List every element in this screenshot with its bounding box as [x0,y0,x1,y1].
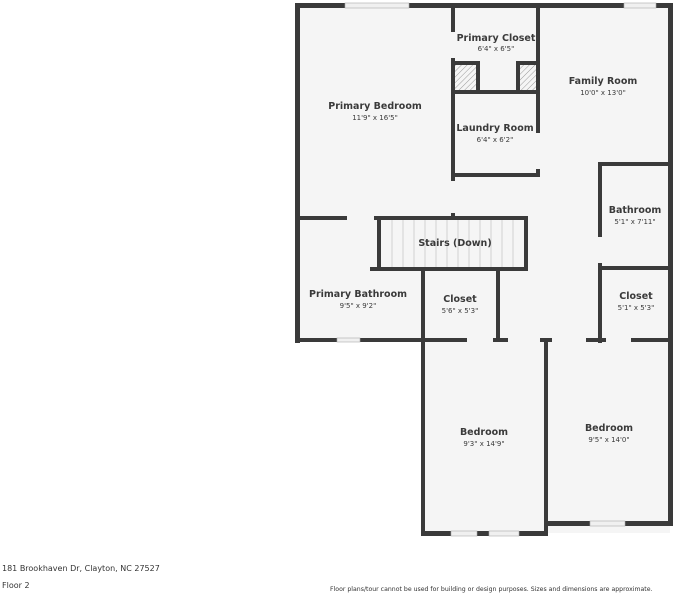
room-dim-primary-bedroom: 11'9" x 16'5" [352,114,398,122]
stair-treads [391,220,514,267]
room-dim-closet-2: 5'1" x 5'3" [618,304,655,312]
room-name-primary-bathroom: Primary Bathroom [309,289,407,300]
walls [295,3,673,536]
room-dim-laundry-room: 6'4" x 6'2" [477,136,514,144]
room-dim-family-room: 10'0" x 13'0" [580,89,626,97]
room-name-laundry-room: Laundry Room [456,123,533,134]
shelf-hatch-left [455,65,476,90]
room-labels: Primary Bedroom 11'9" x 16'5" Primary Cl… [309,33,661,448]
room-name-primary-closet: Primary Closet [457,33,536,44]
room-dim-bedroom-1: 9'3" x 14'9" [463,440,504,448]
room-name-bathroom: Bathroom [609,205,662,216]
room-dim-bedroom-2: 9'5" x 14'0" [588,436,629,444]
room-name-stairs: Stairs (Down) [418,238,491,249]
room-name-primary-bedroom: Primary Bedroom [328,101,422,112]
room-dim-closet-1: 5'6" x 5'3" [442,307,479,315]
floor-plan-diagram: Primary Bedroom 11'9" x 16'5" Primary Cl… [295,2,673,537]
room-name-bedroom-1: Bedroom [460,427,508,438]
room-dim-primary-closet: 6'4" x 6'5" [478,45,515,53]
room-name-bedroom-2: Bedroom [585,423,633,434]
shelf-hatch-right [520,65,536,90]
room-dim-bathroom: 5'1" x 7'11" [614,218,655,226]
floor-label: Floor 2 [2,581,30,590]
room-name-closet-1: Closet [443,294,477,305]
room-dim-primary-bathroom: 9'5" x 9'2" [340,302,377,310]
room-name-closet-2: Closet [619,291,653,302]
room-name-family-room: Family Room [569,76,638,87]
windows [336,2,657,537]
disclaimer-text: Floor plans/tour cannot be used for buil… [330,586,653,593]
property-address: 181 Brookhaven Dr, Clayton, NC 27527 [2,564,160,573]
